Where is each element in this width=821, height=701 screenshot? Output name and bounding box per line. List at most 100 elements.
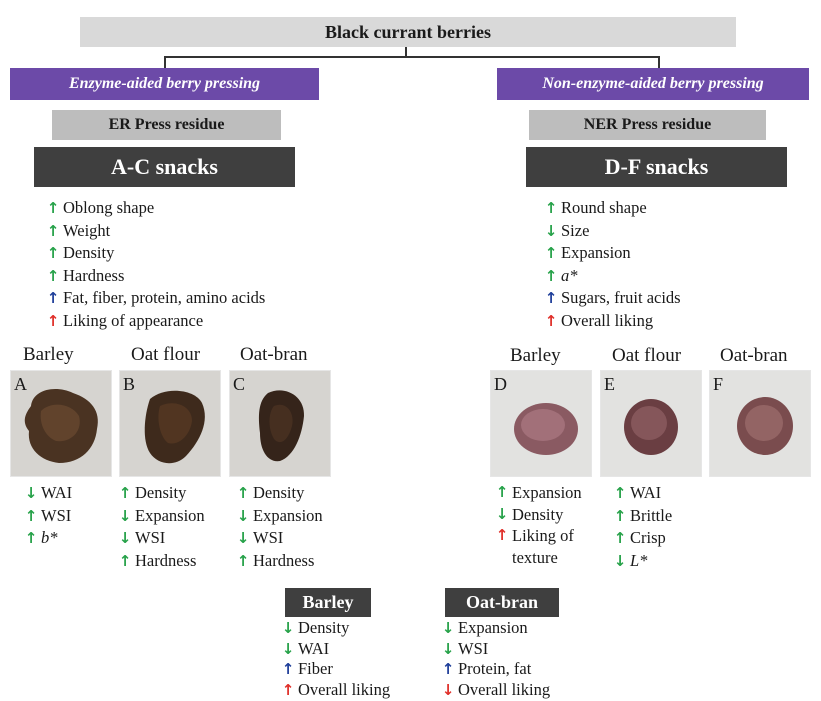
trait-item: ↓WSI <box>441 639 550 660</box>
trait-item: ↓WAI <box>24 482 72 505</box>
trait-item: ↑Fiber <box>281 659 390 680</box>
ac-traits-list: ↑Oblong shape↑Weight↑Density↑Hardness↑Fa… <box>46 197 265 332</box>
trait-item: ↑Hardness <box>236 550 323 573</box>
trait-text: Hardness <box>253 550 314 573</box>
trait-text: L* <box>630 550 647 573</box>
arrow-up-icon: ↑ <box>495 525 509 547</box>
photo-letter-f: F <box>713 374 723 395</box>
df-snacks-box: D-F snacks <box>526 147 787 187</box>
trait-text: Density <box>512 504 563 526</box>
trait-item: ↑a* <box>544 265 681 288</box>
trait-item: ↑Crisp <box>613 527 672 550</box>
connector-line <box>164 56 660 58</box>
arrow-up-icon: ↑ <box>46 287 60 310</box>
snack-photo-b: B <box>119 370 221 477</box>
arrow-up-icon: ↑ <box>544 287 558 310</box>
trait-item: ↑Hardness <box>46 265 265 288</box>
arrow-up-icon: ↑ <box>24 527 38 550</box>
trait-item: ↑Sugars, fruit acids <box>544 287 681 310</box>
trait-item: ↑Liking of <box>495 525 582 547</box>
cereal-label-oatflour-left: Oat flour <box>131 344 200 366</box>
snack-photo-f: F <box>709 370 811 477</box>
arrow-up-icon: ↑ <box>281 680 295 701</box>
trait-text: Size <box>561 220 589 243</box>
connector-line <box>658 56 660 68</box>
cereal-label-oatbran-left: Oat-bran <box>240 344 308 366</box>
trait-item: ↑Oblong shape <box>46 197 265 220</box>
trait-text: Expansion <box>135 505 205 528</box>
trait-item: ↓L* <box>613 550 672 573</box>
arrow-up-icon: ↑ <box>613 527 627 550</box>
bottom-oatbran-traits: ↓Expansion↓WSI↑Protein, fat↓Overall liki… <box>441 618 550 700</box>
trait-item: ↑Density <box>46 242 265 265</box>
trait-item: ↓Expansion <box>236 505 323 528</box>
arrow-down-icon: ↓ <box>613 550 627 573</box>
arrow-up-icon: ↑ <box>544 242 558 265</box>
arrow-down-icon: ↓ <box>236 527 250 550</box>
arrow-down-icon: ↓ <box>544 220 558 243</box>
photo-letter-a: A <box>14 374 27 395</box>
trait-item: ↓WAI <box>281 639 390 660</box>
sample-e-traits: ↑WAI↑Brittle↑Crisp↓L* <box>613 482 672 572</box>
trait-text: WSI <box>135 527 165 550</box>
arrow-up-icon: ↑ <box>24 505 38 528</box>
arrow-up-icon: ↑ <box>544 265 558 288</box>
arrow-up-icon: ↑ <box>46 265 60 288</box>
trait-text: b* <box>41 527 58 550</box>
trait-text: Expansion <box>253 505 323 528</box>
trait-item: texture <box>495 547 582 569</box>
arrow-down-icon: ↓ <box>495 504 509 526</box>
trait-text: Density <box>63 242 114 265</box>
bottom-barley-traits: ↓Density↓WAI↑Fiber↑Overall liking <box>281 618 390 700</box>
trait-text: WAI <box>298 639 329 660</box>
arrow-up-icon: ↑ <box>236 550 250 573</box>
arrow-up-icon: ↑ <box>613 482 627 505</box>
trait-item: ↑Density <box>236 482 323 505</box>
trait-item: ↓Density <box>281 618 390 639</box>
arrow-down-icon: ↓ <box>24 482 38 505</box>
trait-text: Liking of appearance <box>63 310 203 333</box>
trait-text: Fiber <box>298 659 333 680</box>
photo-letter-b: B <box>123 374 135 395</box>
diagram-title: Black currant berries <box>80 17 736 47</box>
arrow-up-icon: ↑ <box>46 197 60 220</box>
arrow-up-icon: ↑ <box>544 197 558 220</box>
trait-item: ↓Overall liking <box>441 680 550 701</box>
trait-text: WSI <box>41 505 71 528</box>
connector-line <box>164 56 166 68</box>
trait-item: ↓Expansion <box>441 618 550 639</box>
bottom-barley-tag: Barley <box>285 588 371 617</box>
photo-letter-e: E <box>604 374 615 395</box>
trait-item: ↑Liking of appearance <box>46 310 265 333</box>
trait-item: ↑Overall liking <box>544 310 681 333</box>
cereal-label-oatbran-right: Oat-bran <box>720 345 788 367</box>
trait-item: ↑Overall liking <box>281 680 390 701</box>
cereal-label-barley-left: Barley <box>23 344 74 366</box>
non-enzyme-method-box: Non-enzyme-aided berry pressing <box>497 68 809 100</box>
trait-item: ↑Fat, fiber, protein, amino acids <box>46 287 265 310</box>
trait-text: Brittle <box>630 505 672 528</box>
trait-text: Weight <box>63 220 110 243</box>
trait-text: Hardness <box>63 265 124 288</box>
trait-text: a* <box>561 265 578 288</box>
trait-text: Density <box>253 482 304 505</box>
sample-b-traits: ↑Density↓Expansion↓WSI↑Hardness <box>118 482 205 572</box>
snack-photo-d: D <box>490 370 592 477</box>
trait-text: Crisp <box>630 527 666 550</box>
photo-letter-c: C <box>233 374 245 395</box>
enzyme-method-box: Enzyme-aided berry pressing <box>10 68 319 100</box>
snack-photo-c: C <box>229 370 331 477</box>
snack-photo-a: A <box>10 370 112 477</box>
trait-item: ↓Expansion <box>118 505 205 528</box>
arrow-up-icon: ↑ <box>613 505 627 528</box>
trait-item: ↓Size <box>544 220 681 243</box>
trait-text: Overall liking <box>458 680 550 701</box>
arrow-down-icon: ↓ <box>118 505 132 528</box>
trait-item: ↑WSI <box>24 505 72 528</box>
arrow-up-icon: ↑ <box>281 659 295 680</box>
ac-snacks-box: A-C snacks <box>34 147 295 187</box>
arrow-down-icon: ↓ <box>281 618 295 639</box>
trait-item: ↑Protein, fat <box>441 659 550 680</box>
trait-item: ↑Brittle <box>613 505 672 528</box>
trait-item: ↓Density <box>495 504 582 526</box>
